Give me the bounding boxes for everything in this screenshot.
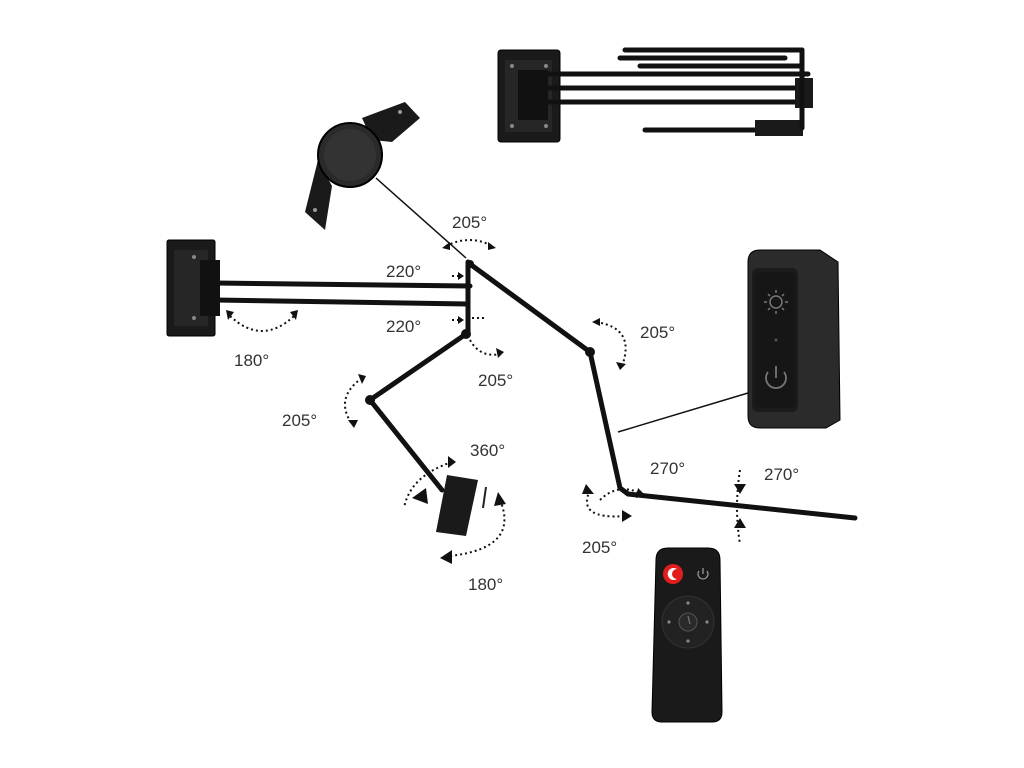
rotation-arrow-top [442,239,496,250]
angle-label-top-joint: 205° [452,213,487,232]
angle-label-elbow-right: 205° [640,323,675,342]
remote-power-icon[interactable] [697,568,709,580]
rotation-arrow-wrist-bottom [582,484,632,522]
angle-label-wrist-left: 270° [650,459,685,478]
angle-label-shoulder-upper: 220° [386,262,421,281]
angle-label-base: 180° [234,351,269,370]
rotation-arrow-shoulder-lower [452,316,486,324]
angle-label-head-tilt: 180° [468,575,503,594]
folded-arm-photo [497,47,813,143]
rotation-arrow-wrist-left [599,488,646,501]
angle-label-wrist-right: 270° [764,465,799,484]
joint-closeup-photo [305,102,467,259]
remote-control [651,547,723,723]
angle-label-wrist-bottom: 205° [582,538,617,557]
rotation-arrow-wrist-right [734,469,746,545]
sun-icon [764,290,788,314]
wall-mount-base [166,239,220,337]
angle-label-shoulder-lower: 220° [386,317,421,336]
power-icon [765,366,787,389]
rotation-arrow-elbow-right [592,318,627,370]
rotation-arrow-left-arm [343,374,366,428]
lamp-head [436,475,487,536]
moon-icon[interactable] [663,564,683,584]
rotation-arrow-head-360 [403,456,456,509]
rotation-arrow-shoulder-upper [452,272,464,280]
angle-label-left-arm: 205° [282,411,317,430]
rotation-arrow-base [226,310,298,332]
rotation-arrow-elbow-lower [469,339,504,358]
angle-label-elbow-lower: 205° [478,371,513,390]
rotation-arrow-head-180 [440,492,506,564]
lamp-arm [212,259,858,521]
angle-label-head-rotate: 360° [470,441,505,460]
